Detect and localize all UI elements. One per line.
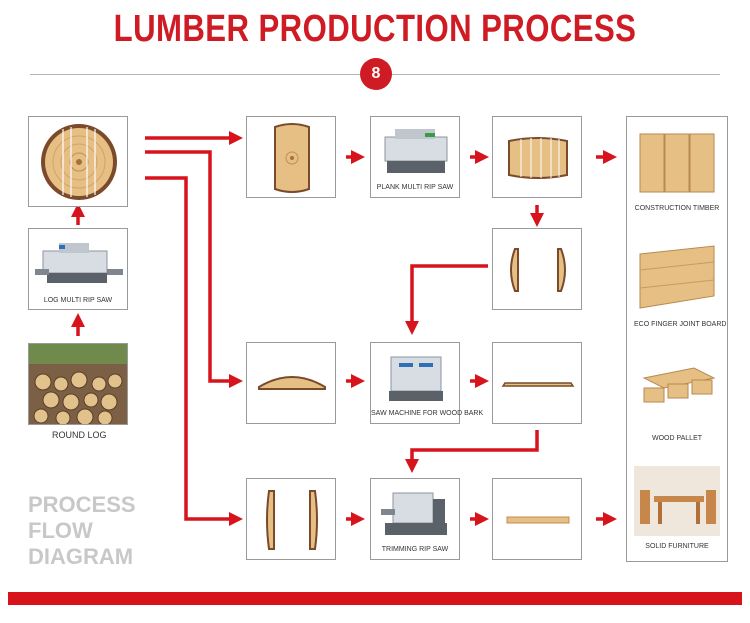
bark-saw-label: SAW MACHINE FOR WOOD BARK [371, 410, 484, 417]
round-log-pile-image [29, 344, 127, 424]
solid-furniture-item: SOLID FURNITURE [634, 466, 720, 550]
plank-saw-machine-image [384, 129, 448, 173]
caption-line-2: FLOW [28, 518, 93, 543]
round-log-box [28, 343, 128, 425]
plank-multi-rip-saw-box: PLANK MULTI RIP SAW [370, 116, 460, 198]
caption-line-1: PROCESS [28, 492, 136, 517]
edge-slabs-box [492, 228, 582, 310]
slab-box [246, 342, 336, 424]
round-log-label: ROUND LOG [52, 430, 107, 440]
step-number-badge: 8 [360, 58, 392, 90]
bark-saw-machine-image [389, 356, 443, 401]
strip-box [492, 478, 582, 560]
thin-plank-image [501, 382, 575, 387]
finger-joint-label: ECO FINGER JOINT BOARD [634, 321, 727, 328]
log-saw-label: LOG MULTI RIP SAW [43, 297, 113, 304]
edge-boards-image [266, 490, 318, 550]
plank-saw-label: PLANK MULTI RIP SAW [376, 184, 454, 191]
log-end-image [41, 124, 117, 200]
cant-image [274, 123, 310, 193]
construction-timber-item: CONSTRUCTION TIMBER [634, 124, 720, 212]
solid-furniture-label: SOLID FURNITURE [645, 543, 709, 550]
log-cross-section-box [28, 116, 128, 207]
thin-plank-box [492, 342, 582, 424]
arrow-log-to-edges [145, 176, 243, 526]
finger-joint-board-image [639, 245, 715, 309]
log-saw-machine-image [35, 243, 123, 283]
bark-saw-box: SAW MACHINE FOR WOOD BARK [370, 342, 484, 424]
slab-image [258, 376, 326, 390]
edge-boards-box [246, 478, 336, 560]
ripped-cant-box [492, 116, 582, 198]
construction-timber-label: CONSTRUCTION TIMBER [634, 205, 720, 212]
arrow-plank-to-trimming [405, 430, 539, 473]
process-flow-diagram-caption: PROCESS FLOW DIAGRAM [28, 492, 136, 570]
trimming-rip-saw-box: TRIMMING RIP SAW [370, 478, 460, 560]
wood-pallet-label: WOOD PALLET [651, 435, 703, 442]
construction-timber-image [639, 133, 715, 193]
bottom-red-bar [8, 592, 742, 605]
trimming-saw-machine-image [381, 492, 447, 535]
wood-pallet-image [642, 367, 716, 403]
finger-joint-board-item: ECO FINGER JOINT BOARD [634, 240, 727, 328]
caption-line-3: DIAGRAM [28, 544, 134, 569]
trimming-saw-label: TRIMMING RIP SAW [381, 546, 449, 553]
log-multi-rip-saw-box: LOG MULTI RIP SAW [28, 228, 128, 310]
arrow-log-to-slab [145, 150, 243, 388]
wood-pallet-item: WOOD PALLET [634, 354, 720, 442]
strip-image [506, 516, 570, 524]
edge-slabs-image [510, 248, 566, 292]
arrow-edges-to-bark-saw [405, 264, 488, 335]
solid-furniture-image [634, 466, 720, 536]
page-title: LUMBER PRODUCTION PROCESS [113, 8, 637, 50]
cant-box [246, 116, 336, 198]
ripped-boards-image [508, 137, 568, 179]
